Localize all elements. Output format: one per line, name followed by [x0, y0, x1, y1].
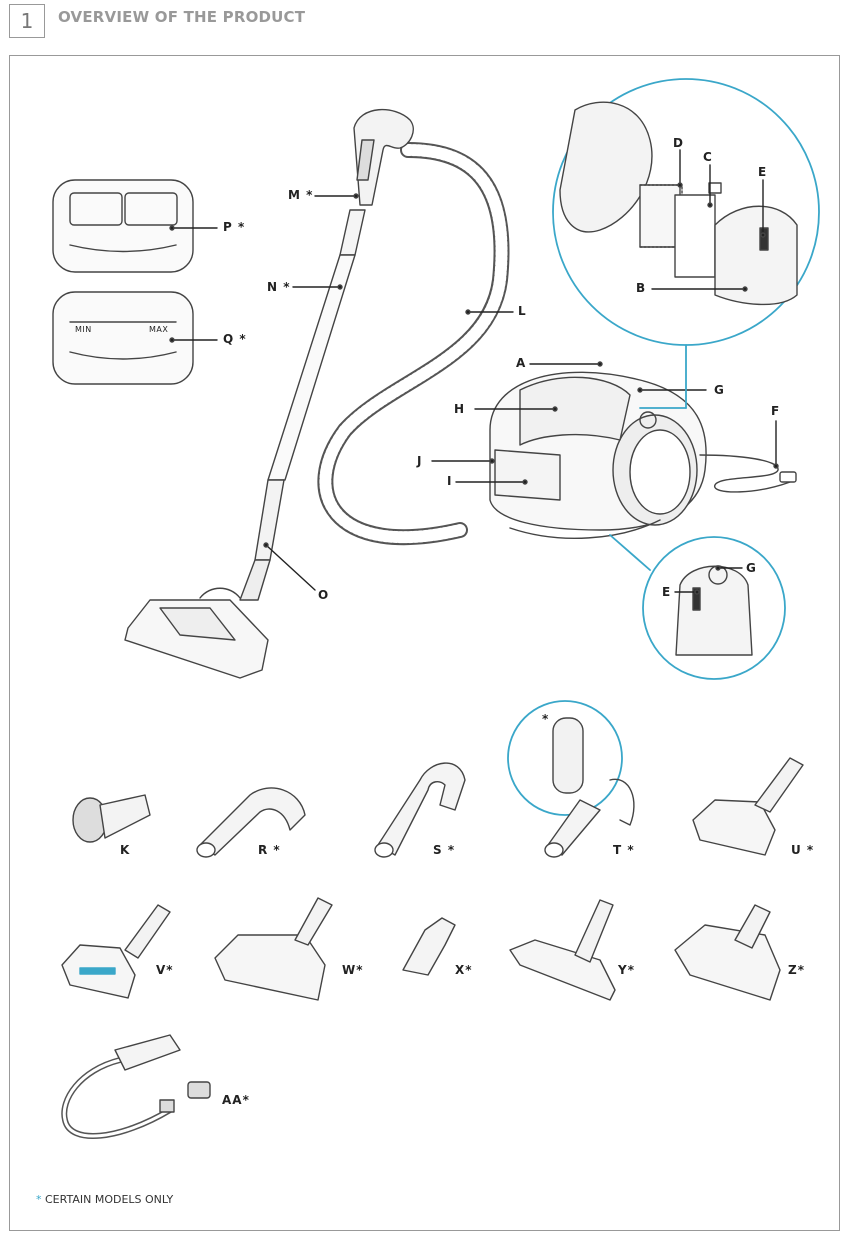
indicator-panel-q — [52, 291, 194, 385]
floor-nozzle — [124, 587, 269, 679]
filter-detail-callout — [552, 78, 820, 409]
label-d: D — [673, 136, 684, 150]
label-aa: AA* — [222, 1093, 250, 1107]
accessory-y — [509, 899, 616, 1001]
accessory-k — [72, 794, 151, 843]
container-detail-callout — [609, 534, 786, 680]
section-title: OVERVIEW OF THE PRODUCT — [58, 8, 306, 26]
accessory-x — [402, 917, 456, 976]
accessory-u — [692, 757, 804, 856]
label-y: Y* — [618, 963, 635, 977]
illustration-frame — [9, 55, 840, 1231]
accessory-s — [374, 762, 466, 858]
label-e-bottom: E — [662, 585, 672, 599]
label-f: F — [771, 404, 781, 418]
footnote: * CERTAIN MODELS ONLY — [36, 1193, 173, 1206]
accessory-v — [61, 904, 171, 999]
indicator-min-label: MIN — [75, 325, 92, 334]
label-p: P * — [223, 220, 246, 234]
label-o: O — [318, 588, 330, 602]
indicator-panel-p — [52, 179, 194, 273]
accessory-t — [507, 700, 635, 858]
label-j: J — [417, 454, 423, 468]
handle-and-tube — [239, 108, 414, 601]
label-v: V* — [156, 963, 174, 977]
vacuum-body — [489, 371, 797, 539]
accessory-aa — [61, 1034, 211, 1139]
hose — [317, 142, 510, 546]
label-n: N * — [267, 280, 291, 294]
section-number: 1 — [9, 4, 45, 38]
label-z: Z* — [788, 963, 805, 977]
label-g-bottom: G — [746, 561, 757, 575]
label-t: T * — [613, 843, 635, 857]
label-h: H — [454, 402, 466, 416]
label-g: G — [714, 383, 725, 397]
label-l: L — [518, 304, 527, 318]
indicator-max-label: MAX — [149, 325, 169, 334]
accessory-r — [196, 787, 306, 858]
accessory-z — [674, 904, 781, 1001]
label-e-top: E — [758, 165, 768, 179]
label-x: X* — [455, 963, 473, 977]
label-m: M * — [288, 188, 314, 202]
label-c: C — [703, 150, 713, 164]
accessory-w — [214, 897, 333, 1001]
footnote-star: * — [36, 1193, 42, 1206]
label-star: * — [542, 712, 550, 726]
label-w: W* — [342, 963, 364, 977]
label-b: B — [636, 281, 647, 295]
label-k: K — [120, 843, 131, 857]
label-u: U * — [791, 843, 815, 857]
label-i: I — [447, 474, 453, 488]
label-r: R * — [258, 843, 281, 857]
section-header: 1 OVERVIEW OF THE PRODUCT — [9, 4, 839, 40]
label-s: S * — [433, 843, 456, 857]
footnote-text: CERTAIN MODELS ONLY — [41, 1193, 174, 1206]
label-a: A — [516, 356, 527, 370]
label-q: Q * — [223, 332, 247, 346]
